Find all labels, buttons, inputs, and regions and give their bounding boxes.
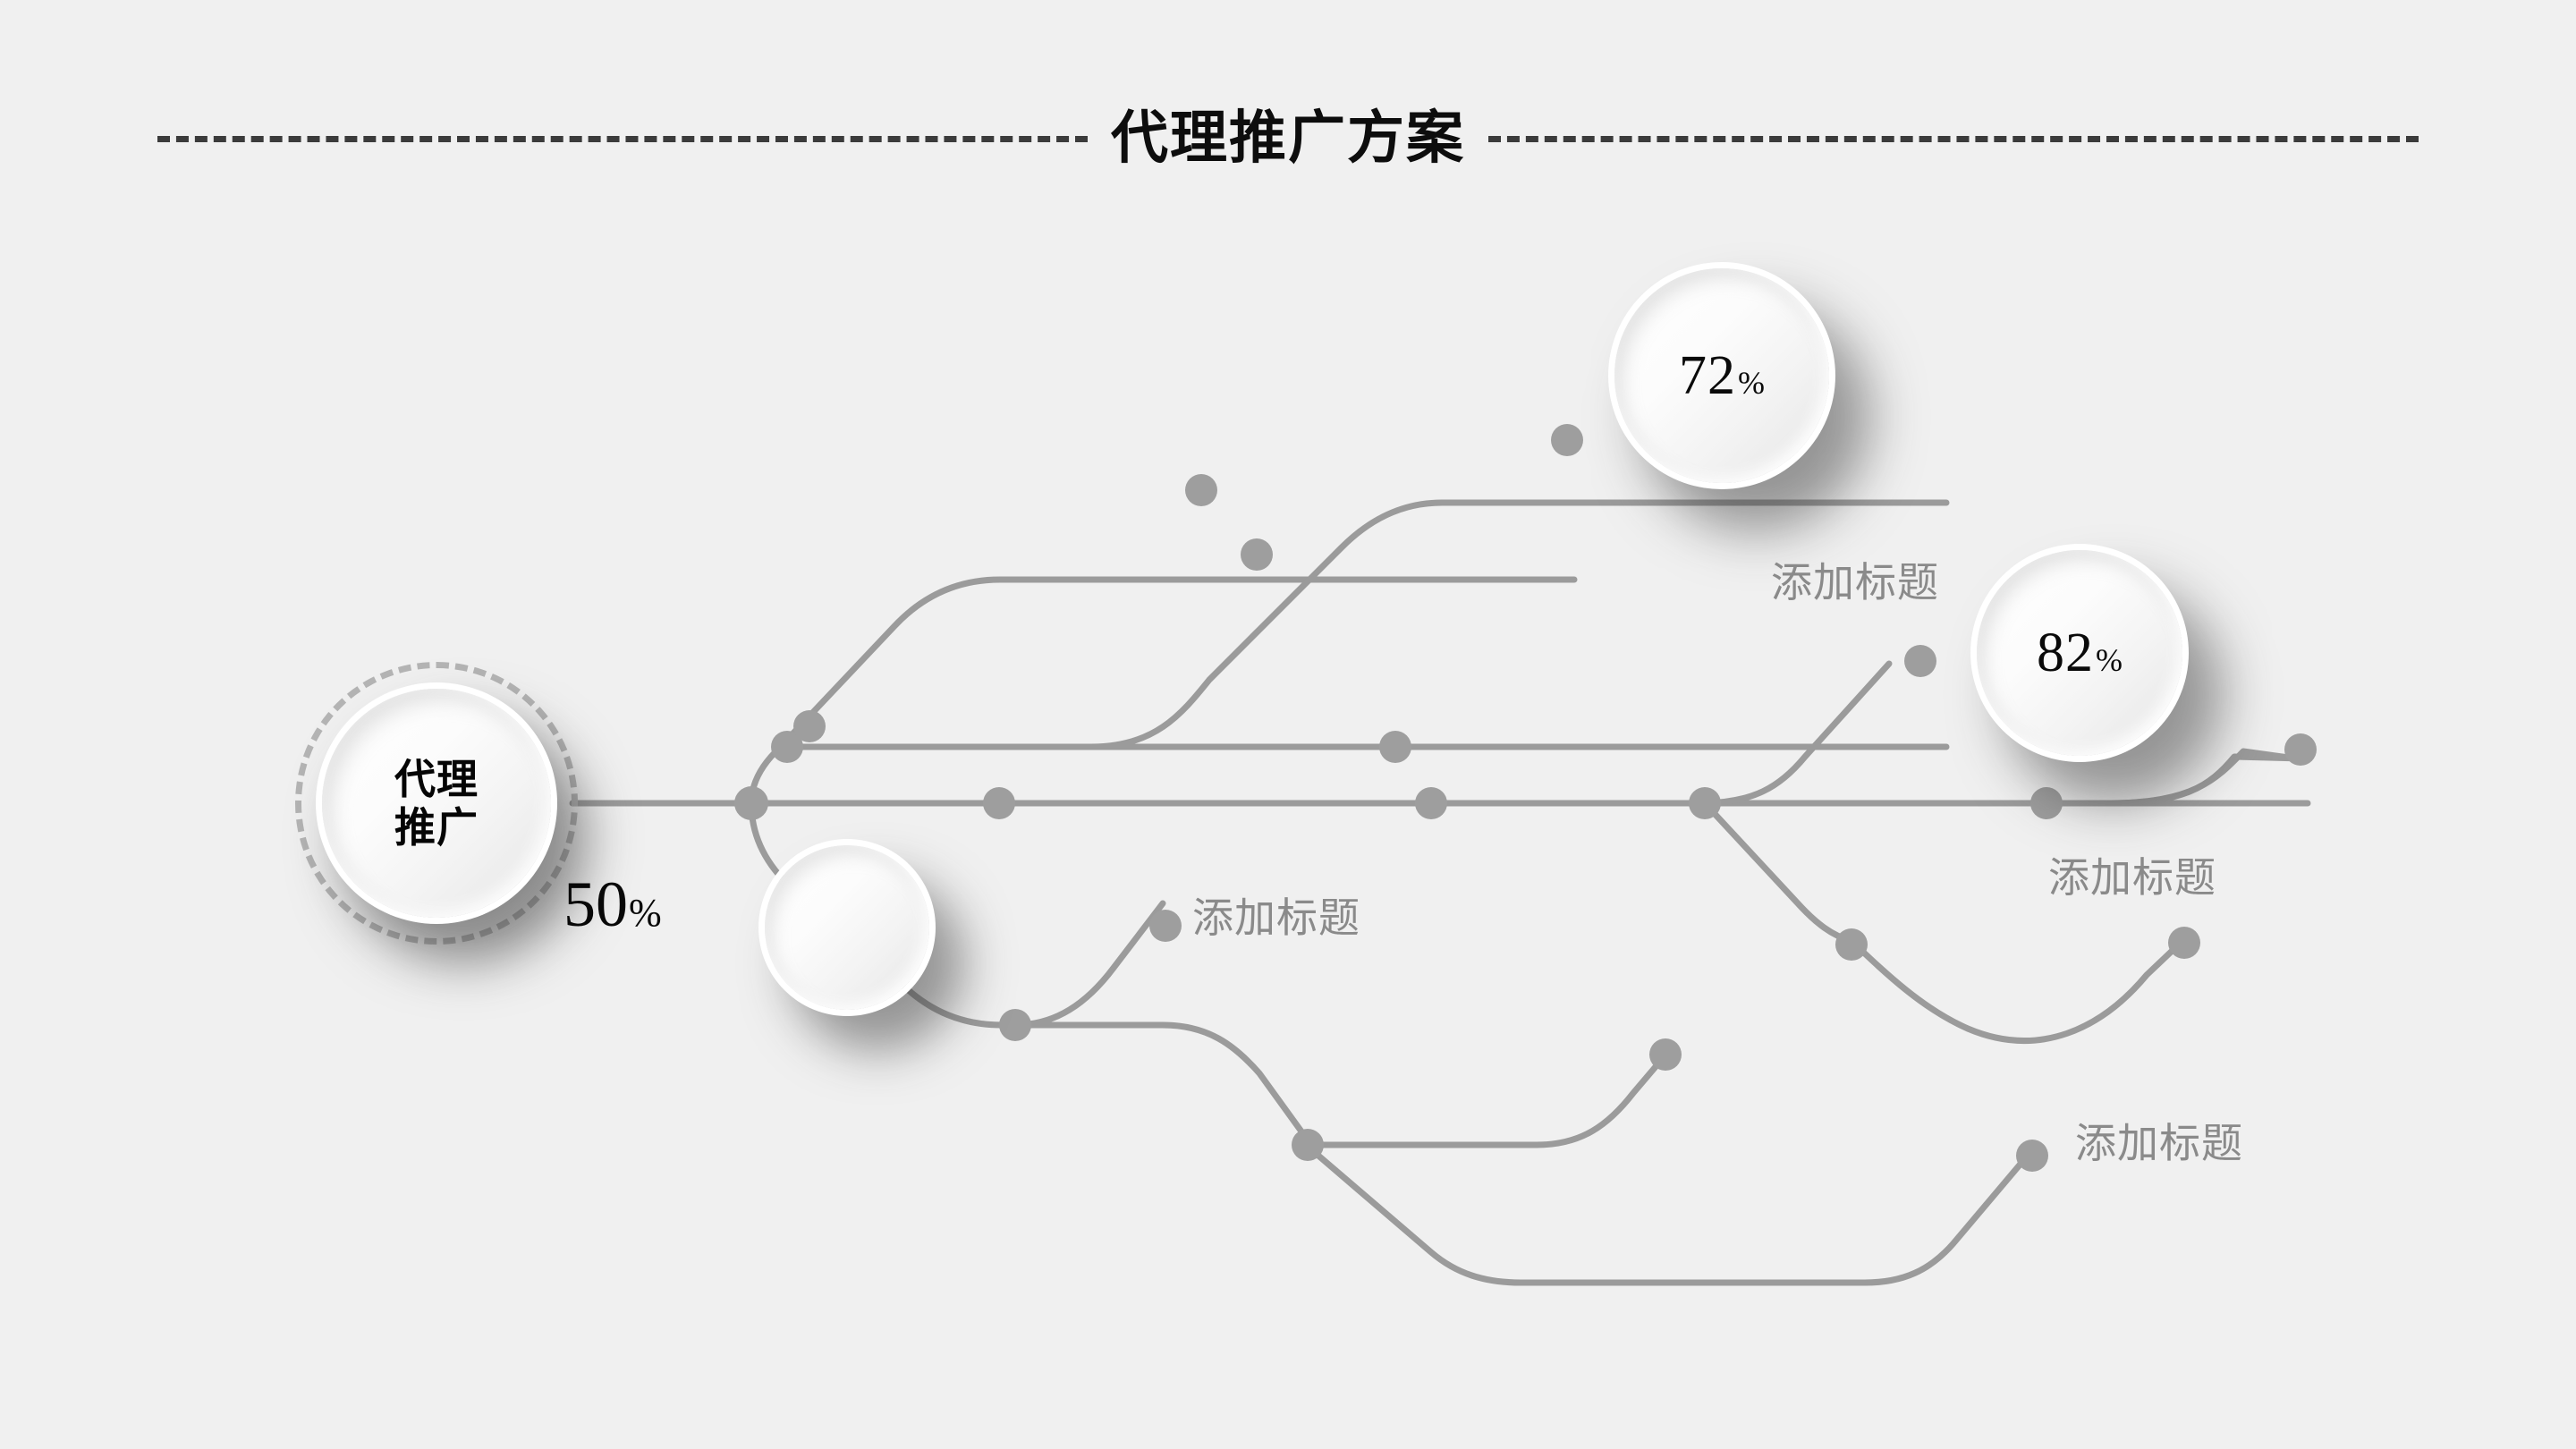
node-mid-lower: [1292, 1129, 1324, 1161]
path-branch-l: [1848, 937, 2186, 1044]
path-branch-a: [748, 576, 1578, 807]
page-title: 代理推广方案: [1111, 106, 1465, 172]
node-trunk-mid2: [1415, 787, 1447, 819]
title-rule-left: [157, 135, 1088, 142]
node-branch-b-start: [771, 731, 803, 763]
node-branch-e-end: [2284, 733, 2317, 766]
metric-82-circle[interactable]: 82%: [1977, 550, 2182, 756]
metric-82-number: 82: [2037, 623, 2094, 683]
node-branch-l-end: [2168, 927, 2200, 959]
metric-50-circle[interactable]: [765, 845, 929, 1010]
node-caption-4-dot: [2016, 1140, 2048, 1172]
metric-82-value: 82%: [2037, 625, 2123, 681]
caption-3[interactable]: 添加标题: [2048, 853, 2216, 902]
node-branch-i-end: [1649, 1038, 1682, 1071]
path-branch-j: [1302, 1141, 2025, 1286]
node-caption-2-dot: [1149, 910, 1182, 942]
node-branch-b-top: [1241, 538, 1273, 571]
metric-72-number: 72: [1679, 345, 1736, 406]
hub-circle[interactable]: 代理 推广: [322, 689, 551, 918]
metric-72-unit: %: [1738, 365, 1765, 401]
node-trunk-mid3: [1689, 787, 1721, 819]
connector-nodes: [734, 424, 2317, 1172]
title-row: 代理推广方案: [0, 98, 2576, 179]
metric-82-unit: %: [2096, 642, 2123, 678]
node-branch-f-end: [999, 1009, 1031, 1041]
node-branch-a-bend: [793, 710, 826, 742]
path-branch-h: [1012, 1021, 1305, 1135]
node-branch-a-top: [1185, 474, 1217, 506]
node-branch-d-end: [1904, 645, 1936, 677]
metric-72-circle[interactable]: 72%: [1614, 268, 1829, 483]
hub-label-line2: 推广: [394, 803, 479, 852]
node-hub-junction: [734, 786, 768, 820]
hub-label: 代理 推广: [394, 755, 479, 852]
title-rule-right: [1488, 135, 2419, 142]
metric-72-value: 72%: [1679, 348, 1765, 403]
caption-2[interactable]: 添加标题: [1192, 894, 1360, 942]
node-branch-a-end: [1551, 424, 1583, 456]
path-branch-e2: [2107, 748, 2299, 807]
metric-50-number: 50: [564, 869, 628, 940]
path-branch-d: [1696, 660, 1893, 807]
node-trunk-mid4: [2030, 787, 2063, 819]
metric-50-value: 50%: [564, 872, 662, 936]
hub-label-line1: 代理: [394, 754, 479, 803]
node-trunk-mid1: [983, 787, 1015, 819]
path-branch-k: [1701, 800, 1855, 945]
path-branch-i: [1302, 1054, 1667, 1148]
path-branch-b: [784, 499, 1950, 750]
caption-4[interactable]: 添加标题: [2075, 1119, 2243, 1167]
node-branch-k-end: [1835, 928, 1868, 961]
metric-50-unit: %: [629, 891, 662, 935]
caption-1[interactable]: 添加标题: [1771, 558, 1939, 606]
path-branch-g: [1012, 900, 1166, 1029]
node-branch-c-right: [1379, 731, 1411, 763]
hub-dashed-ring: [295, 662, 578, 945]
